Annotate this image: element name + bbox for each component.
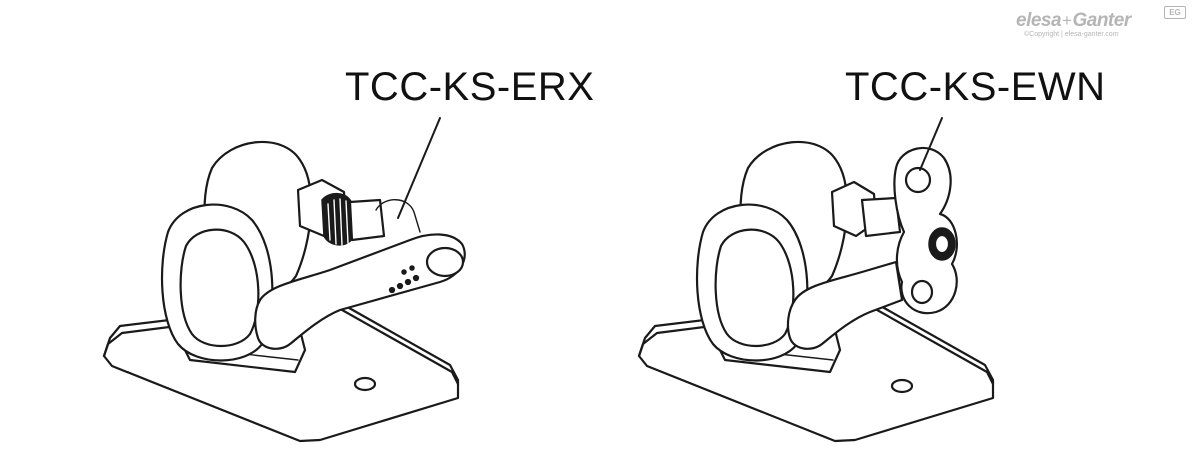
left-grip-dot xyxy=(388,286,396,294)
right-clamp-arm xyxy=(786,260,904,350)
brand-plus: + xyxy=(1062,11,1072,30)
right-wing-hole-bottom xyxy=(910,279,934,305)
brand-wordmark: elesa+Ganter xyxy=(1016,10,1131,32)
left-clamp-assembly xyxy=(102,117,466,443)
left-grip-dot xyxy=(396,282,404,290)
right-wing-hole-top xyxy=(904,166,932,194)
right-clamp-assembly xyxy=(637,117,995,443)
left-grip-dot xyxy=(401,269,407,275)
left-leader-line xyxy=(397,117,441,219)
left-cam-lever xyxy=(254,233,466,350)
left-mount-hole xyxy=(353,376,377,392)
right-wing-hub-center xyxy=(933,233,951,255)
left-grip-dot xyxy=(409,265,415,271)
right-front-ring-inner xyxy=(714,228,795,347)
brand-logo: elesa+Ganter EG ©Copyright | elesa-gante… xyxy=(1016,6,1186,40)
right-leader-line xyxy=(919,117,943,171)
copyright-text: ©Copyright | elesa-ganter.com xyxy=(1024,31,1119,38)
right-shaft xyxy=(860,196,902,238)
right-part-label: TCC-KS-EWN xyxy=(845,65,1106,109)
left-part-label: TCC-KS-ERX xyxy=(345,65,595,109)
brand-name-ganter: Ganter xyxy=(1072,10,1131,31)
brand-badge: EG xyxy=(1164,6,1186,19)
right-mount-hole xyxy=(890,378,914,394)
brand-name-elesa: elesa xyxy=(1016,10,1062,31)
left-grip-dot xyxy=(404,278,412,286)
left-front-ring-inner xyxy=(179,228,260,347)
left-grip-dot xyxy=(412,274,420,282)
left-lever-pivot xyxy=(425,246,465,278)
